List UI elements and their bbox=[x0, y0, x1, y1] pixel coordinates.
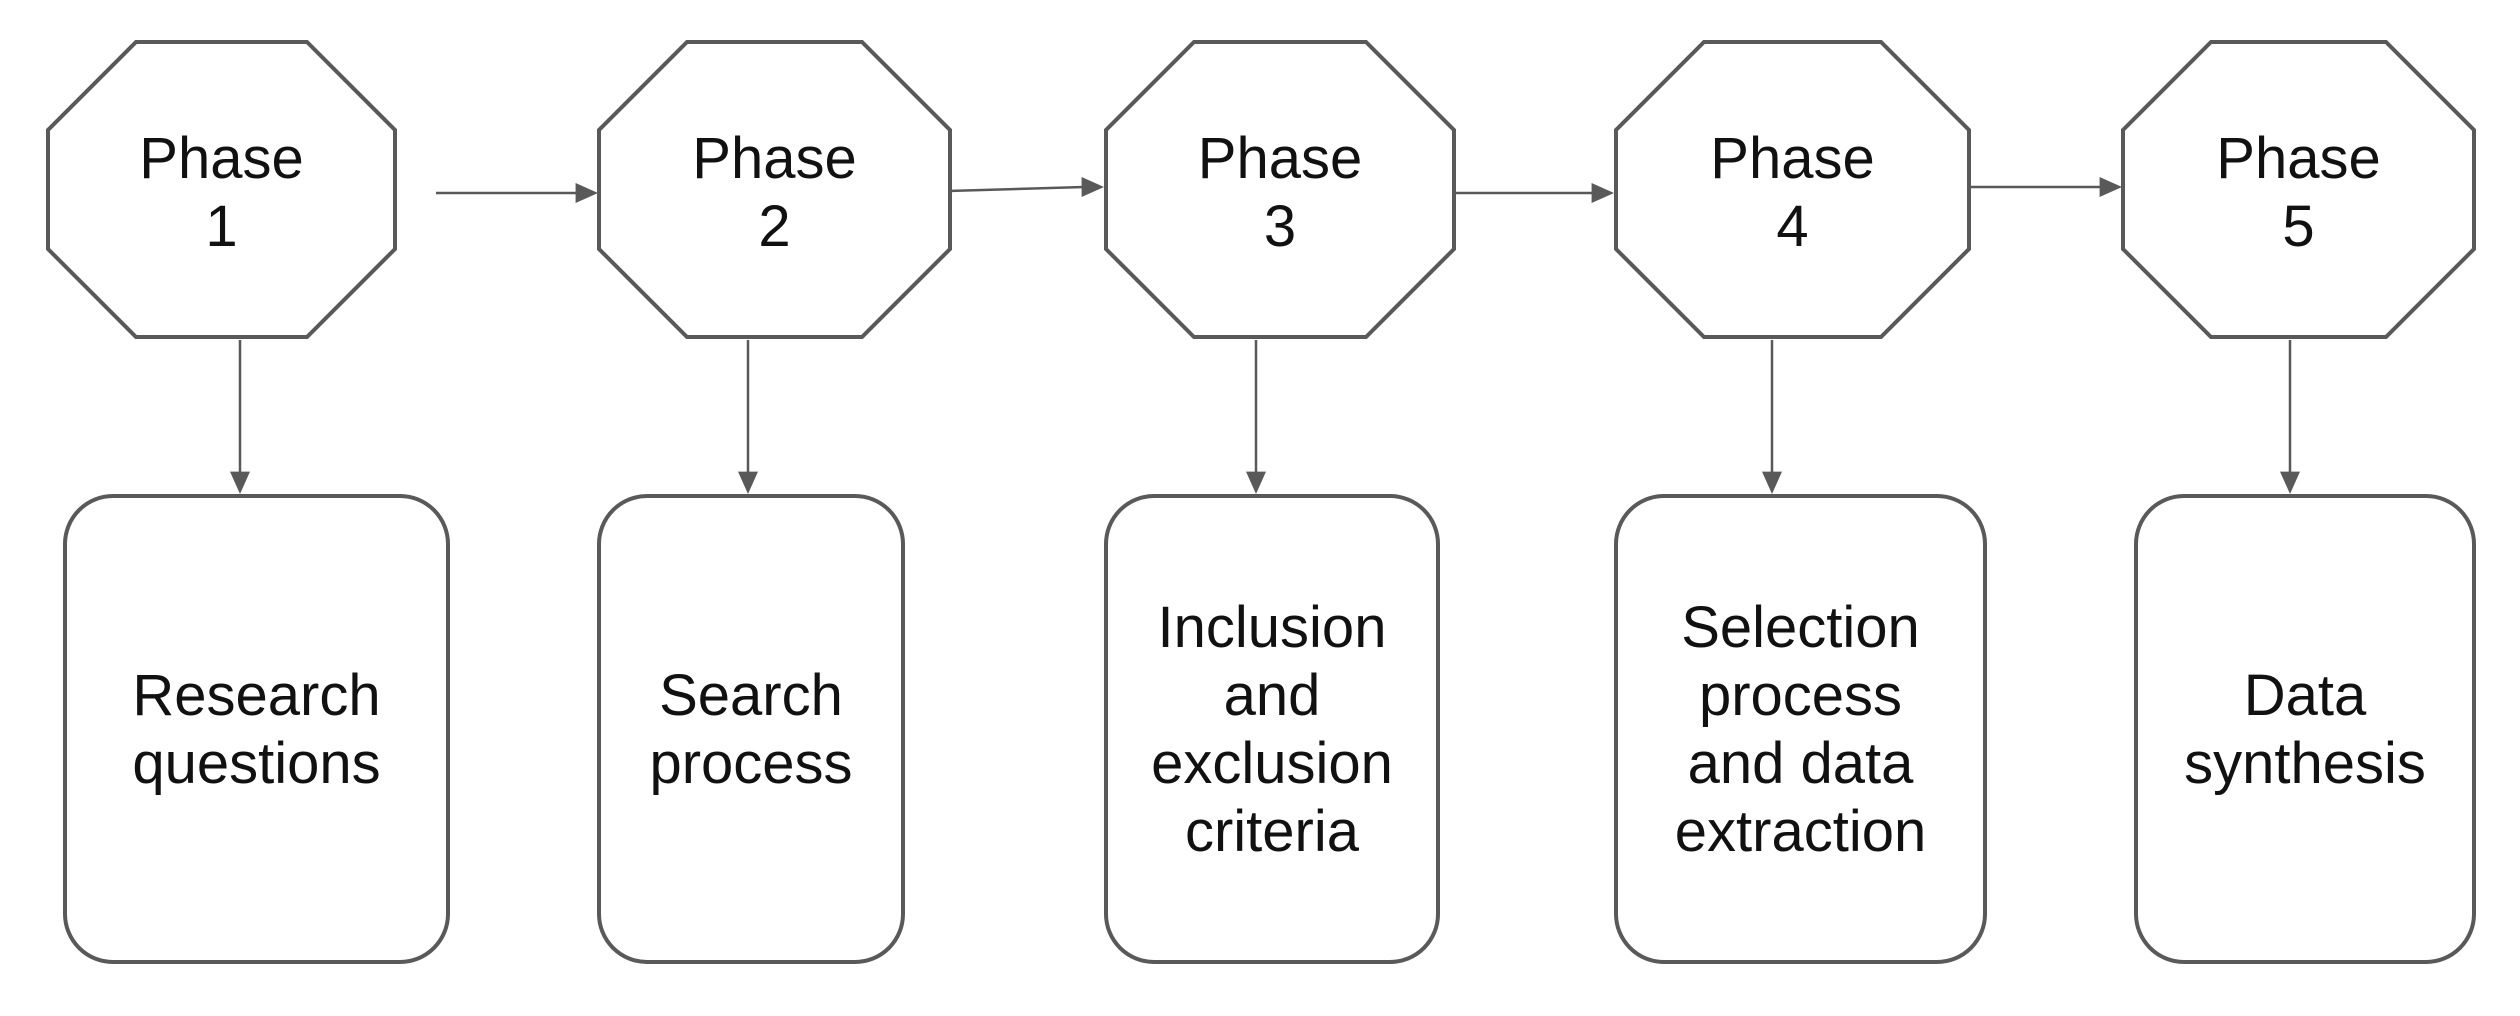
arrow-phase-3-to-step bbox=[1246, 340, 1266, 494]
octagon-shape bbox=[46, 40, 397, 339]
rounded-box-shape bbox=[597, 494, 905, 964]
rounded-box-shape bbox=[1614, 494, 1987, 964]
phase-title: Phase bbox=[692, 126, 856, 191]
rounded-box-shape bbox=[2134, 494, 2476, 964]
rounded-box-shape bbox=[1104, 494, 1440, 964]
phase-title: Phase bbox=[1198, 126, 1362, 191]
phase-number: 2 bbox=[758, 194, 790, 259]
phase-title: Phase bbox=[1710, 126, 1874, 191]
rounded-box-shape bbox=[63, 494, 450, 964]
octagon-shape bbox=[2121, 40, 2476, 339]
step-label-line: Search bbox=[659, 663, 843, 728]
step-label-line: questions bbox=[132, 731, 380, 796]
phase-number: 5 bbox=[2282, 194, 2314, 259]
arrow-phase-1-to-step bbox=[230, 340, 250, 494]
step-label-line: process bbox=[649, 731, 852, 796]
connectors-layer bbox=[230, 177, 2300, 494]
arrow-phase-1-to-2 bbox=[436, 183, 598, 203]
arrow-phase-5-to-step bbox=[2280, 340, 2300, 494]
phase-number: 1 bbox=[205, 194, 237, 259]
step-label-line: Research bbox=[132, 663, 380, 728]
step-label-line: Selection bbox=[1681, 595, 1920, 660]
arrow-phase-4-to-step bbox=[1762, 340, 1782, 494]
step-label-line: criteria bbox=[1185, 799, 1360, 864]
step-label-line: Data bbox=[2244, 663, 2367, 728]
phase-title: Phase bbox=[139, 126, 303, 191]
arrow-phase-3-to-4 bbox=[1441, 183, 1614, 203]
phase-number: 4 bbox=[1776, 194, 1808, 259]
phase-number: 3 bbox=[1264, 194, 1296, 259]
step-label-line: and bbox=[1224, 663, 1321, 728]
octagon-shape bbox=[1104, 40, 1456, 339]
nodes-layer: Phase1ResearchquestionsPhase2Searchproce… bbox=[46, 40, 2476, 964]
step-label-line: and data bbox=[1688, 731, 1915, 796]
phase-title: Phase bbox=[2216, 126, 2380, 191]
octagon-shape bbox=[597, 40, 952, 339]
octagon-shape bbox=[1614, 40, 1971, 339]
step-label-line: Inclusion bbox=[1158, 595, 1387, 660]
step-label-line: synthesis bbox=[2184, 731, 2426, 796]
arrow-phase-2-to-step bbox=[738, 340, 758, 494]
step-label-line: extraction bbox=[1675, 799, 1926, 864]
arrow-phase-2-to-3 bbox=[947, 177, 1104, 197]
step-label-line: exclusion bbox=[1151, 731, 1393, 796]
step-label-line: process bbox=[1699, 663, 1902, 728]
